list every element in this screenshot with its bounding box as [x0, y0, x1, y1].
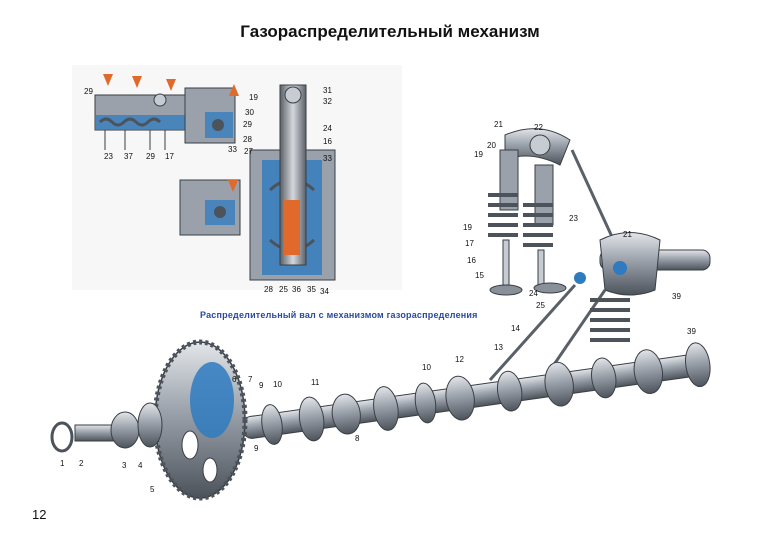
figure-caption: Распределительный вал с механизмом газор…	[200, 310, 478, 320]
callout-31: 31	[323, 86, 332, 95]
callout-23: 23	[569, 214, 578, 223]
callout-6: 6	[232, 375, 237, 384]
arrow-down-icon	[228, 180, 238, 192]
arrow-down-icon	[166, 79, 176, 91]
callout-28: 28	[243, 135, 252, 144]
callout-1: 1	[60, 459, 65, 468]
callout-25: 25	[536, 301, 545, 310]
callout-19: 19	[474, 150, 483, 159]
callout-28: 28	[264, 285, 273, 294]
camshaft-assembly	[50, 339, 711, 501]
callout-7: 7	[248, 375, 253, 384]
rocker-callouts: 21 22 20 19 23 19 17 16 15 21 24 25 39	[463, 120, 681, 310]
callout-11: 11	[311, 378, 320, 387]
callout-25: 25	[279, 285, 288, 294]
callout-9: 9	[259, 381, 264, 390]
callout-23: 23	[104, 152, 113, 161]
callout-20: 20	[487, 141, 496, 150]
arrow-down-icon	[132, 76, 142, 88]
callout-21: 21	[623, 230, 632, 239]
callout-17: 17	[465, 239, 474, 248]
callout-33: 33	[228, 145, 237, 154]
callout-39: 39	[687, 327, 696, 336]
callout-36: 36	[292, 285, 301, 294]
callout-16: 16	[467, 256, 476, 265]
callout-29: 29	[84, 87, 93, 96]
callout-14: 14	[511, 324, 520, 333]
callout-22: 22	[534, 123, 543, 132]
callout-33: 33	[323, 154, 332, 163]
callout-27: 27	[244, 147, 253, 156]
callout-4: 4	[138, 461, 143, 470]
callout-16: 16	[323, 137, 332, 146]
callout-3: 3	[122, 461, 127, 470]
callout-5: 5	[150, 485, 155, 494]
page-number: 12	[32, 507, 47, 522]
callout-12: 12	[455, 355, 464, 364]
callout-17: 17	[165, 152, 174, 161]
callout-8: 8	[355, 434, 360, 443]
callout-2: 2	[79, 459, 84, 468]
callout-37: 37	[124, 152, 133, 161]
callout-13: 13	[494, 343, 503, 352]
callout-19: 19	[463, 223, 472, 232]
callout-29: 29	[146, 152, 155, 161]
callout-10: 10	[422, 363, 431, 372]
callout-19: 19	[249, 93, 258, 102]
callout-10: 10	[273, 380, 282, 389]
callout-35: 35	[307, 285, 316, 294]
cutaway-callouts: 29 23 37 29 17 19 30 29 28 33 27 31 32 2…	[84, 86, 332, 296]
camshaft-callouts: 14 39 13 12 10 11 6 7 9 10 8 9 1 2 3 4 5	[60, 324, 696, 494]
callout-30: 30	[245, 108, 254, 117]
callout-24: 24	[323, 124, 332, 133]
callout-32: 32	[323, 97, 332, 106]
rocker-and-valve-assembly	[488, 128, 711, 386]
head-section-cutaway	[72, 65, 402, 290]
callout-39: 39	[672, 292, 681, 301]
callout-9: 9	[254, 444, 259, 453]
callout-34: 34	[320, 287, 329, 296]
page-title: Газораспределительный механизм	[240, 22, 540, 41]
callout-15: 15	[475, 271, 484, 280]
callout-21: 21	[494, 120, 503, 129]
callout-24: 24	[529, 289, 538, 298]
arrow-up-icon	[229, 84, 239, 96]
arrow-down-icon	[103, 74, 113, 86]
callout-29: 29	[243, 120, 252, 129]
